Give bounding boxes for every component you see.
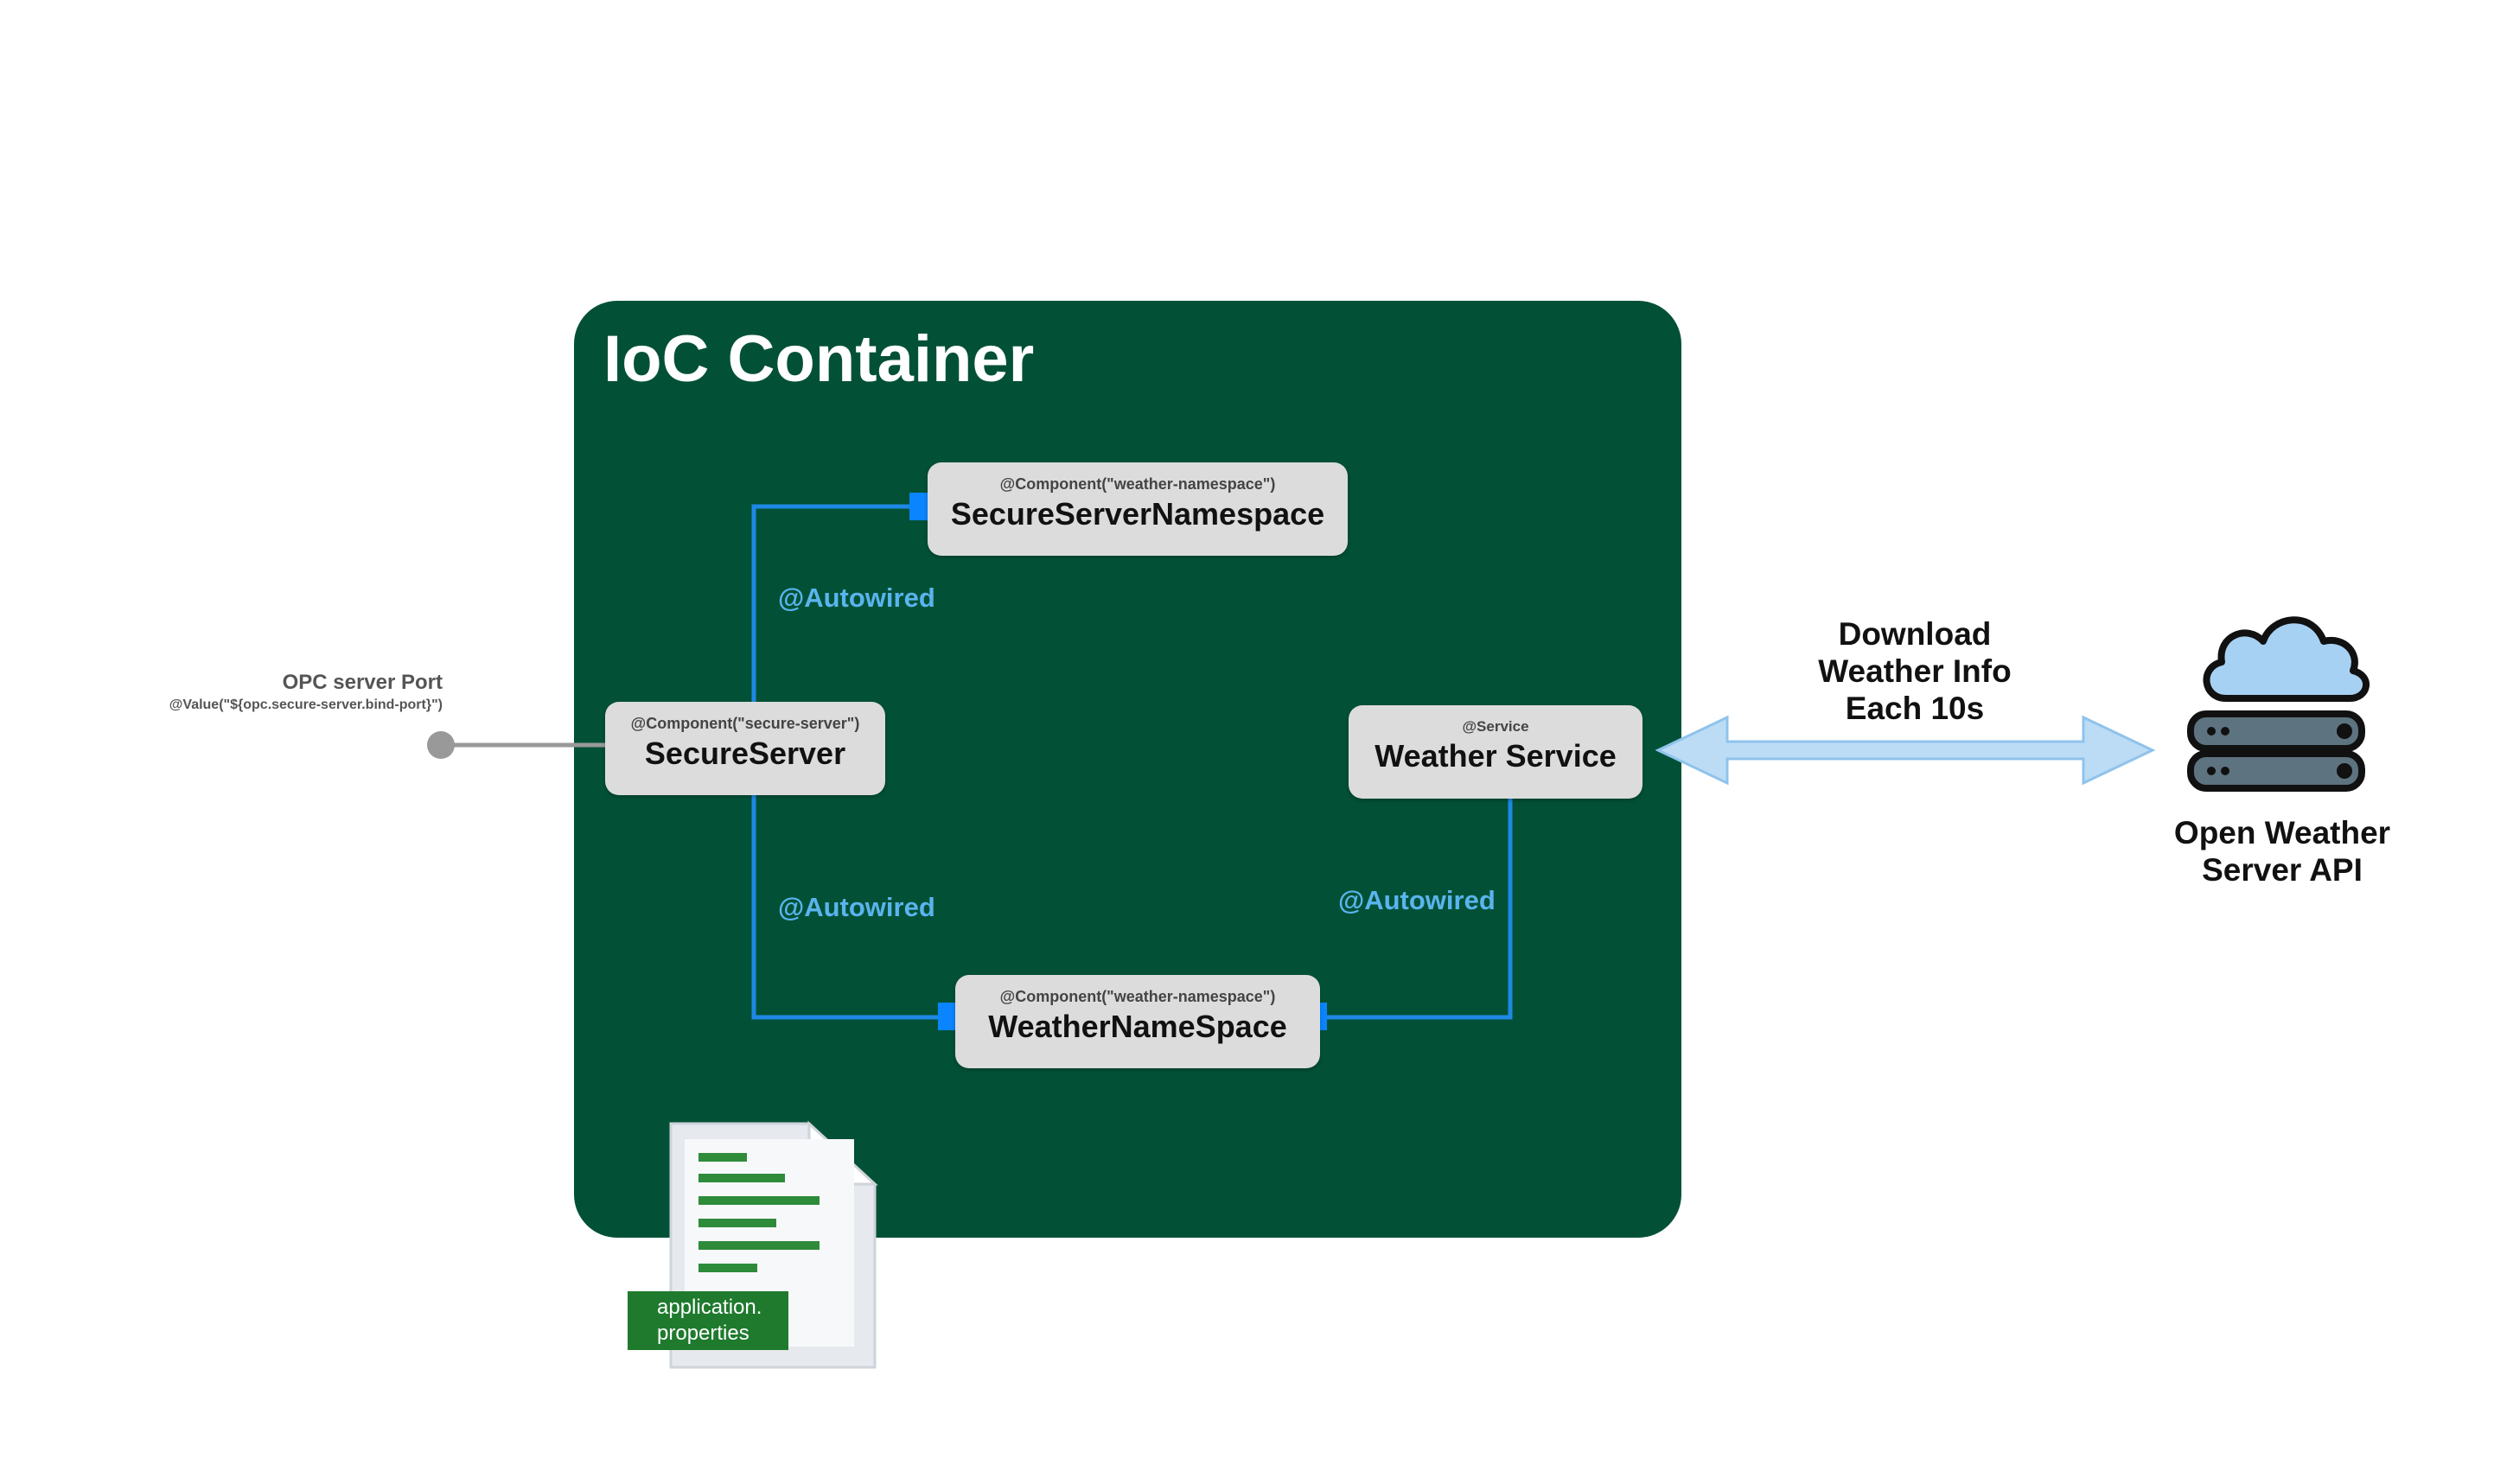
server-icon: [2187, 710, 2365, 792]
bean-annotation: @Service: [1462, 718, 1529, 735]
bean-name: WeatherNameSpace: [988, 1009, 1287, 1044]
properties-file-label: application. properties: [628, 1291, 788, 1350]
bean-name: SecureServerNamespace: [950, 496, 1325, 532]
container-title: IoC Container: [603, 322, 1035, 396]
bean-annotation: @Component("weather-namespace"): [999, 988, 1276, 1005]
bean-name: Weather Service: [1375, 738, 1617, 774]
cloud-icon: [2203, 616, 2370, 702]
bean-secure-server-namespace: @Component("weather-namespace") SecureSe…: [928, 462, 1348, 556]
api-label: Open Weather Server API: [2135, 814, 2429, 888]
properties-line-1: application.: [657, 1296, 762, 1319]
wire-weatherservice-to-weathernamespace: [1320, 799, 1513, 1020]
opc-port-dot: [427, 731, 455, 759]
api-line-1: Open Weather: [2173, 815, 2391, 850]
bean-weather-service: @Service Weather Service: [1349, 705, 1642, 799]
bean-annotation: @Component("weather-namespace"): [999, 475, 1276, 493]
download-line-3: Each 10s: [1845, 691, 1985, 726]
properties-line-2: properties: [657, 1322, 749, 1345]
download-line-1: Download: [1838, 616, 1992, 652]
download-line-2: Weather Info: [1818, 653, 2012, 689]
opc-port-value: @Value("${opc.secure-server.bind-port}"): [169, 697, 443, 712]
autowired-label-top: @Autowired: [778, 583, 935, 613]
api-line-2: Server API: [2202, 852, 2363, 888]
autowired-label-right: @Autowired: [1338, 885, 1496, 915]
double-arrow: [1655, 715, 2156, 786]
download-label: Download Weather Info Each 10s: [1772, 615, 2057, 727]
bean-name: SecureServer: [644, 736, 846, 771]
wire-secureserver-to-namespace: [751, 504, 928, 702]
bean-annotation: @Component("secure-server"): [630, 715, 860, 732]
bean-weather-namespace: @Component("weather-namespace") WeatherN…: [955, 975, 1320, 1068]
wire-secureserver-to-weathernamespace: [751, 795, 955, 1020]
bean-secure-server: @Component("secure-server") SecureServer: [605, 702, 885, 795]
autowired-label-bottom: @Autowired: [778, 892, 935, 922]
opc-port-title: OPC server Port: [282, 671, 443, 694]
